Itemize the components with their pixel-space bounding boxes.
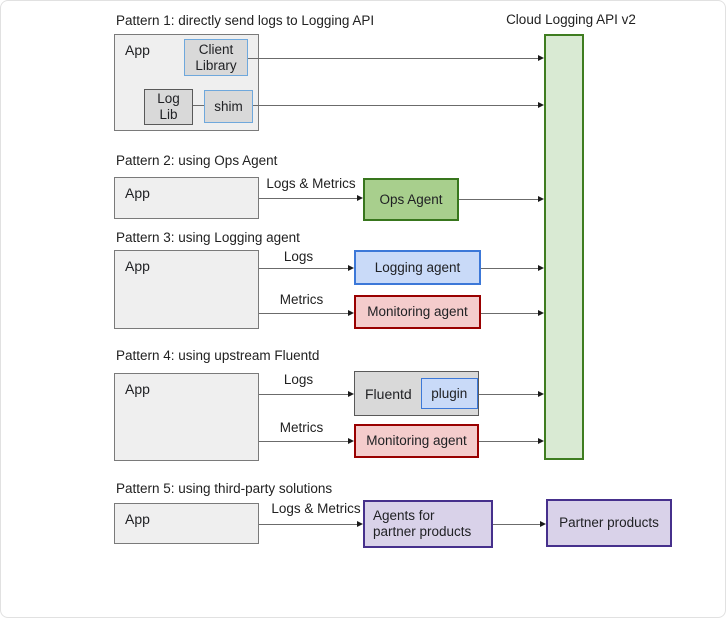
pattern4-logs-label: Logs bbox=[283, 372, 314, 387]
monitoring-agent-box-1: Monitoring agent bbox=[354, 295, 481, 329]
arrow-line bbox=[259, 313, 348, 315]
arrow-line bbox=[248, 58, 539, 60]
arrow-line bbox=[481, 313, 539, 315]
arrow-line bbox=[259, 441, 348, 443]
log-lib-label: Log Lib bbox=[157, 91, 180, 122]
pattern3-app-label: App bbox=[125, 258, 150, 274]
client-library-label: Client Library bbox=[195, 41, 237, 73]
pattern4-app-box: App bbox=[114, 373, 259, 461]
plugin-box: plugin bbox=[420, 378, 478, 409]
pattern1-app-label: App bbox=[125, 42, 150, 58]
arrow-line bbox=[259, 394, 348, 396]
arrow-head bbox=[357, 521, 363, 527]
logging-agent-box: Logging agent bbox=[354, 250, 481, 285]
pattern3-metrics-label: Metrics bbox=[279, 292, 324, 307]
pattern2-app-label: App bbox=[125, 185, 150, 201]
pattern2-app-box: App bbox=[114, 177, 259, 219]
shim-label: shim bbox=[214, 98, 243, 114]
partner-products-label: Partner products bbox=[559, 515, 659, 530]
monitoring-agent-label: Monitoring agent bbox=[367, 304, 468, 319]
pattern2-title: Pattern 2: using Ops Agent bbox=[116, 153, 278, 168]
arrow-line bbox=[459, 199, 539, 201]
arrow-head bbox=[348, 438, 354, 444]
arrow-line bbox=[479, 441, 539, 443]
pattern3-title: Pattern 3: using Logging agent bbox=[116, 230, 300, 245]
arrow-head bbox=[540, 521, 546, 527]
pattern2-arrow-label: Logs & Metrics bbox=[266, 176, 356, 191]
connector-line bbox=[193, 105, 204, 107]
pattern1-title: Pattern 1: directly send logs to Logging… bbox=[116, 13, 375, 28]
arrow-line bbox=[259, 198, 357, 200]
arrow-line bbox=[253, 105, 539, 107]
pattern5-arrow-label: Logs & Metrics bbox=[271, 501, 361, 516]
arrow-line bbox=[493, 524, 540, 526]
shim-box: shim bbox=[204, 90, 253, 123]
pattern3-logs-label: Logs bbox=[283, 249, 314, 264]
partner-products-box: Partner products bbox=[546, 499, 672, 547]
arrow-head bbox=[538, 438, 544, 444]
fluentd-box: Fluentd plugin bbox=[354, 371, 479, 416]
monitoring-agent-label: Monitoring agent bbox=[366, 433, 467, 448]
arrow-line bbox=[259, 268, 348, 270]
client-library-box: Client Library bbox=[184, 39, 248, 76]
agents-for-partner-label: Agents for partner products bbox=[373, 508, 472, 539]
arrow-head bbox=[348, 265, 354, 271]
api-title: Cloud Logging API v2 bbox=[506, 12, 636, 27]
fluentd-label: Fluentd bbox=[365, 385, 412, 402]
pattern5-app-label: App bbox=[125, 511, 150, 527]
log-lib-box: Log Lib bbox=[144, 89, 193, 125]
pattern3-app-box: App bbox=[114, 250, 259, 329]
logging-agent-label: Logging agent bbox=[374, 259, 461, 275]
plugin-label: plugin bbox=[431, 385, 468, 401]
arrow-head bbox=[538, 391, 544, 397]
arrow-line bbox=[479, 394, 539, 396]
ops-agent-box: Ops Agent bbox=[363, 178, 459, 221]
monitoring-agent-box-2: Monitoring agent bbox=[354, 424, 479, 458]
cloud-logging-api-box bbox=[544, 34, 584, 460]
arrow-head bbox=[357, 195, 363, 201]
pattern4-title: Pattern 4: using upstream Fluentd bbox=[116, 348, 320, 363]
arrow-head bbox=[538, 310, 544, 316]
arrow-head bbox=[538, 265, 544, 271]
pattern4-app-label: App bbox=[125, 381, 150, 397]
pattern5-title: Pattern 5: using third-party solutions bbox=[116, 481, 333, 496]
agents-for-partner-box: Agents for partner products bbox=[363, 500, 493, 548]
arrow-line bbox=[259, 524, 357, 526]
arrow-head bbox=[538, 55, 544, 61]
arrow-head bbox=[348, 310, 354, 316]
arrow-head bbox=[538, 102, 544, 108]
pattern5-app-box: App bbox=[114, 503, 259, 544]
arrow-head bbox=[348, 391, 354, 397]
ops-agent-label: Ops Agent bbox=[379, 191, 443, 207]
pattern4-metrics-label: Metrics bbox=[279, 420, 324, 435]
arrow-head bbox=[538, 196, 544, 202]
arrow-line bbox=[481, 268, 539, 270]
